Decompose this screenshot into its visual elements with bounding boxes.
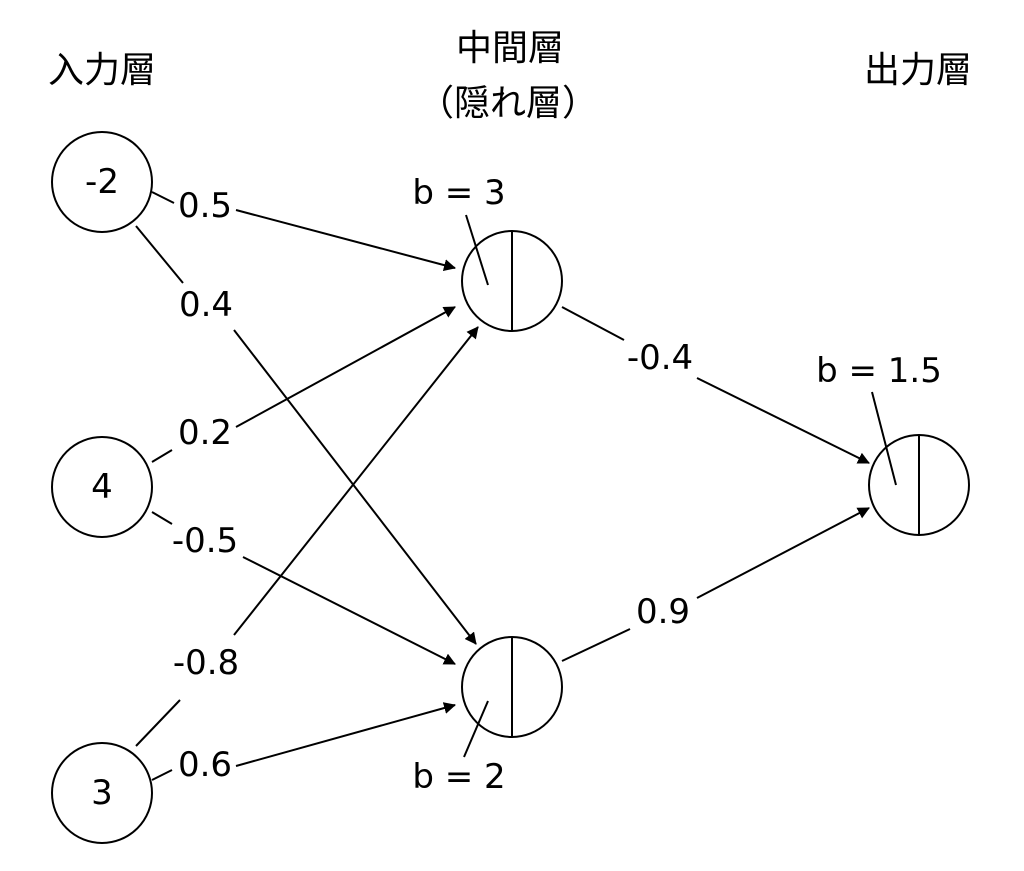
input-node-2: 4 xyxy=(51,436,153,538)
hidden-node-1-bias: b = 3 xyxy=(412,173,505,213)
hidden-node-1: b = 3 xyxy=(412,173,563,332)
edge-in3-h1-seg1 xyxy=(135,699,181,747)
hidden-node-2: b = 2 xyxy=(412,636,563,797)
edge-h2-o1-seg1 xyxy=(561,628,631,662)
edge-in1-h2-seg1 xyxy=(135,225,184,284)
weight-in3-h1: -0.8 xyxy=(173,643,239,683)
edge-in2-h1-seg1 xyxy=(151,449,173,463)
edge-h2-o1-seg2 xyxy=(696,507,870,599)
output-node-1-bias-pointer xyxy=(871,391,897,486)
edge-in3-h2-seg2 xyxy=(235,702,456,767)
edge-in2-h1-seg2 xyxy=(235,306,456,428)
weight-h1-o1: -0.4 xyxy=(627,338,693,378)
weight-in1-h2: 0.4 xyxy=(179,285,233,325)
output-node-1: b = 1.5 xyxy=(816,351,970,536)
edge-in2-h2-seg2 xyxy=(242,556,456,665)
edge-h1-o1-seg1 xyxy=(561,306,625,341)
weight-in1-h1: 0.5 xyxy=(178,186,232,226)
weight-in3-h2: 0.6 xyxy=(178,745,232,785)
edge-in2-h2-seg1 xyxy=(151,511,173,525)
edge-in1-h1-seg1 xyxy=(151,191,175,204)
input-node-1-value: -2 xyxy=(85,162,119,202)
edge-in1-h1-seg2 xyxy=(235,209,456,271)
edge-h1-o1-seg2 xyxy=(696,377,870,464)
weight-in2-h1: 0.2 xyxy=(178,413,232,453)
edge-in3-h1-seg2 xyxy=(233,326,479,636)
hidden-layer-subtitle: （隠れ層） xyxy=(418,83,598,124)
weight-in2-h2: -0.5 xyxy=(172,521,238,561)
hidden-node-2-bias: b = 2 xyxy=(412,757,505,797)
hidden-node-2-bias-pointer xyxy=(463,700,489,758)
weight-h2-o1: 0.9 xyxy=(636,592,690,632)
input-node-3-value: 3 xyxy=(91,773,113,813)
hidden-layer-title: 中間層 xyxy=(456,28,564,69)
edges xyxy=(135,191,870,781)
output-node-1-bias: b = 1.5 xyxy=(816,351,942,391)
hidden-node-1-bias-pointer xyxy=(465,214,489,286)
input-layer-title: 入力層 xyxy=(48,50,156,91)
input-node-1: -2 xyxy=(51,131,153,233)
output-layer-title: 出力層 xyxy=(864,50,972,91)
weight-labels: 0.5 0.4 0.2 -0.5 -0.8 0.6 -0.4 0.9 xyxy=(172,186,693,785)
input-node-2-value: 4 xyxy=(91,467,113,507)
edge-in1-h2-seg2 xyxy=(233,329,477,645)
input-node-3: 3 xyxy=(51,742,153,844)
edge-in3-h2-seg1 xyxy=(151,769,173,781)
